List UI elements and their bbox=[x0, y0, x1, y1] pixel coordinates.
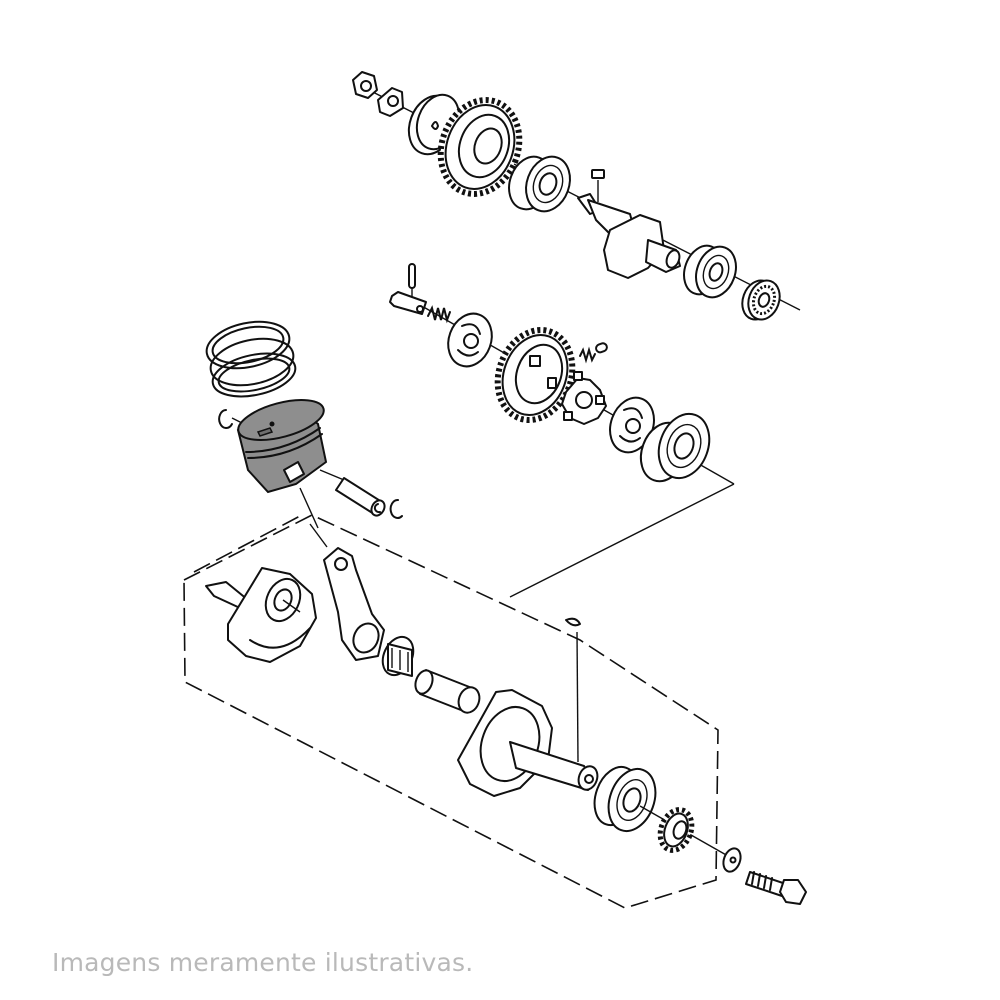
timing-sprocket-part bbox=[657, 807, 695, 853]
circlip-part bbox=[389, 499, 403, 519]
disclaimer-caption: Imagens meramente ilustrativas. bbox=[52, 948, 474, 977]
ball-bearing-part bbox=[508, 155, 571, 213]
needle-bearing-part bbox=[741, 279, 781, 321]
assembly-dashed-boundary bbox=[183, 514, 719, 909]
needle-cage-bearing-part bbox=[381, 635, 415, 677]
piston-part bbox=[236, 399, 328, 494]
lock-washer-part bbox=[377, 87, 404, 117]
damper-hub-part bbox=[561, 371, 607, 425]
washer-part bbox=[722, 847, 742, 873]
gear-damper-assembly bbox=[389, 263, 735, 598]
ball-bearing-part bbox=[593, 765, 657, 832]
pin-part bbox=[389, 291, 427, 315]
piston-ring-set-part bbox=[205, 320, 297, 398]
ball-bearing-part bbox=[639, 412, 711, 483]
retainer-plate-part bbox=[447, 312, 493, 368]
left-crank-half-part bbox=[205, 567, 317, 663]
piston-pin-part bbox=[335, 477, 386, 517]
spring-part bbox=[427, 305, 451, 324]
damper-springs-part bbox=[579, 346, 596, 364]
woodruff-key-part bbox=[565, 617, 581, 627]
crank-pin-part bbox=[414, 669, 481, 714]
key-part bbox=[591, 169, 605, 179]
right-crank-half-part bbox=[457, 689, 599, 797]
balancer-shaft-assembly bbox=[352, 71, 801, 321]
piston-assembly bbox=[205, 320, 403, 529]
bolt-part bbox=[745, 871, 807, 905]
balancer-shaft-part bbox=[577, 193, 681, 279]
primary-drive-gear-part bbox=[494, 327, 576, 423]
ball-bearing-part bbox=[683, 244, 737, 299]
nut-part bbox=[352, 71, 378, 99]
dowel-pin-part bbox=[408, 263, 416, 289]
crankshaft-assembly bbox=[183, 514, 807, 909]
retainer-plate-part bbox=[609, 396, 655, 454]
circlip-part bbox=[218, 409, 233, 429]
connecting-rod-part bbox=[323, 547, 385, 661]
balancer-drive-gear-part bbox=[437, 97, 523, 197]
